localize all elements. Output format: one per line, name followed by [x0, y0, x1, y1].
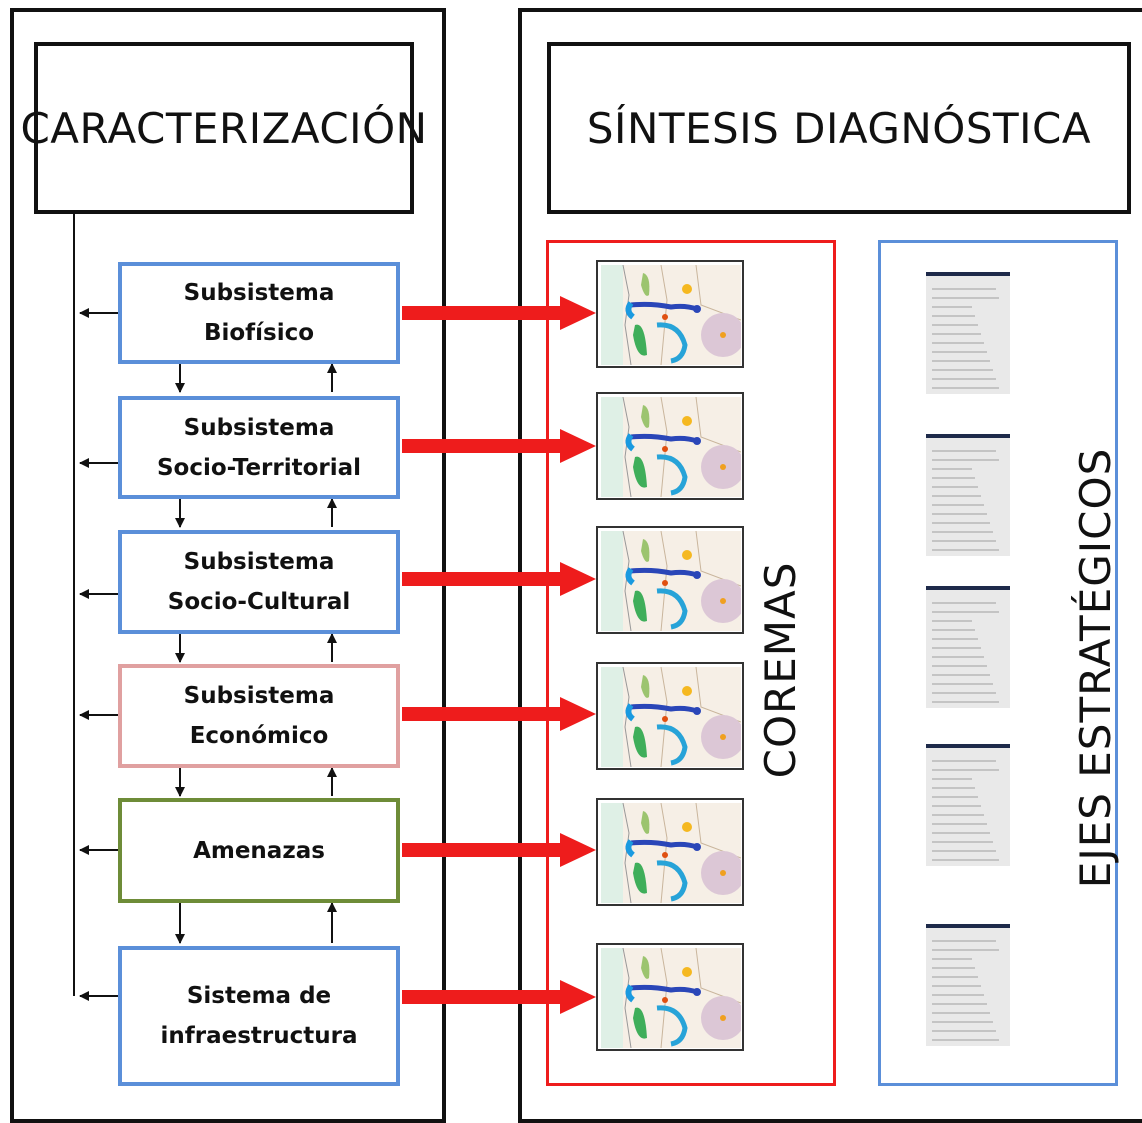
corema-map-1	[596, 260, 745, 368]
subsystem-line1: Amenazas	[193, 837, 325, 864]
coremas-frame	[546, 240, 836, 1086]
subsystem-line2: Biofísico	[203, 320, 315, 346]
eje-document-1	[926, 272, 1010, 394]
subsistema-biofisico-box: Subsistema Biofísico	[118, 262, 400, 364]
corema-map-6	[596, 943, 745, 1051]
coremas-label: COREMAS	[755, 561, 805, 779]
ejes-estrategicos-frame	[878, 240, 1118, 1086]
sistema-infraestructura-box: Sistema de infraestructura	[118, 946, 400, 1086]
eje-document-4	[926, 744, 1010, 866]
subsystem-line2: infraestructura	[160, 1023, 358, 1049]
red-arrow-5	[402, 833, 596, 867]
red-arrow-2	[402, 429, 596, 463]
eje-document-3	[926, 586, 1010, 708]
subsystem-line2: Socio-Territorial	[156, 454, 362, 481]
red-arrows	[402, 296, 596, 1014]
subsystem-line1: Subsistema	[183, 549, 335, 575]
subsystem-line1: Subsistema	[183, 414, 335, 441]
subsistema-economico-box: Subsistema Económico	[118, 664, 400, 768]
caracterizacion-title: CARACTERIZACIÓN	[20, 42, 427, 214]
amenazas-box: Amenazas	[118, 798, 400, 903]
subsystem-line1: Subsistema	[183, 683, 335, 709]
corema-map-3	[596, 526, 745, 634]
corema-map-2	[596, 392, 745, 500]
subsistema-socio-territorial-box: Subsistema Socio-Territorial	[118, 396, 400, 499]
red-arrow-1	[402, 296, 596, 330]
red-arrow-6	[402, 980, 596, 1014]
subsystem-line2: Económico	[189, 723, 329, 749]
subsystem-line1: Sistema de	[186, 983, 332, 1009]
eje-document-5	[926, 924, 1010, 1046]
flow-arrows	[175, 363, 337, 944]
sintesis-title: SÍNTESIS DIAGNÓSTICA	[547, 42, 1131, 214]
corema-map-5	[596, 798, 745, 906]
feedback-arrows	[79, 308, 118, 1001]
eje-document-2	[926, 434, 1010, 556]
red-arrow-4	[402, 697, 596, 731]
corema-map-4	[596, 662, 745, 770]
subsystem-line2: Socio-Cultural	[167, 589, 351, 615]
ejes-estrategicos-label: EJES ESTRATÉGICOS	[1070, 447, 1120, 889]
red-arrow-3	[402, 562, 596, 596]
subsistema-socio-cultural-box: Subsistema Socio-Cultural	[118, 530, 400, 634]
subsystem-line1: Subsistema	[183, 280, 335, 306]
